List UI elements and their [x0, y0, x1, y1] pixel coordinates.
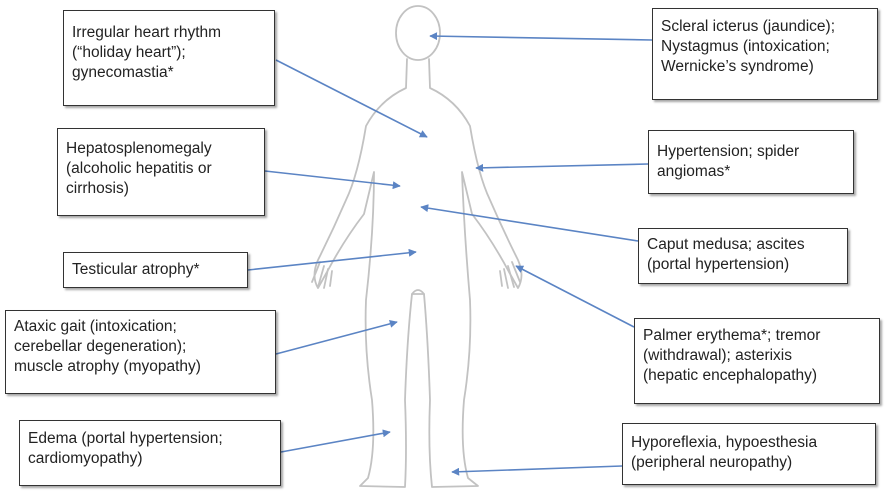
arrow-hepatosplenomegaly [265, 171, 400, 186]
callout-testicular-atrophy: Testicular atrophy* [63, 252, 248, 288]
arrow-ataxic-gait [276, 322, 397, 354]
arrow-hyporeflexia [452, 466, 622, 472]
arrow-scleral-icterus [430, 36, 652, 40]
arrow-palmer-erythema [516, 266, 634, 327]
callout-caput-medusa: Caput medusa; ascites (portal hypertensi… [638, 228, 848, 284]
callout-edema: Edema (portal hypertension; cardiomyopat… [19, 420, 281, 486]
arrow-irregular-heart-rhythm [276, 60, 427, 137]
callout-irregular-heart-rhythm: Irregular heart rhythm (“holiday heart”)… [63, 10, 275, 106]
arrow-testicular-atrophy [248, 252, 416, 270]
callout-hepatosplenomegaly: Hepatosplenomegaly (alcoholic hepatitis … [57, 128, 265, 216]
arrow-caput-medusa [421, 207, 638, 241]
callout-hyporeflexia: Hyporeflexia, hypoesthesia (peripheral n… [622, 423, 876, 485]
human-body-outline [312, 6, 522, 487]
callout-scleral-icterus: Scleral icterus (jaundice); Nystagmus (i… [652, 8, 878, 100]
callout-palmer-erythema: Palmer erythema*; tremor (withdrawal); a… [634, 318, 880, 404]
arrow-hypertension [476, 164, 648, 168]
callout-ataxic-gait: Ataxic gait (intoxication; cerebellar de… [5, 310, 276, 394]
callout-hypertension: Hypertension; spider angiomas* [648, 130, 854, 194]
